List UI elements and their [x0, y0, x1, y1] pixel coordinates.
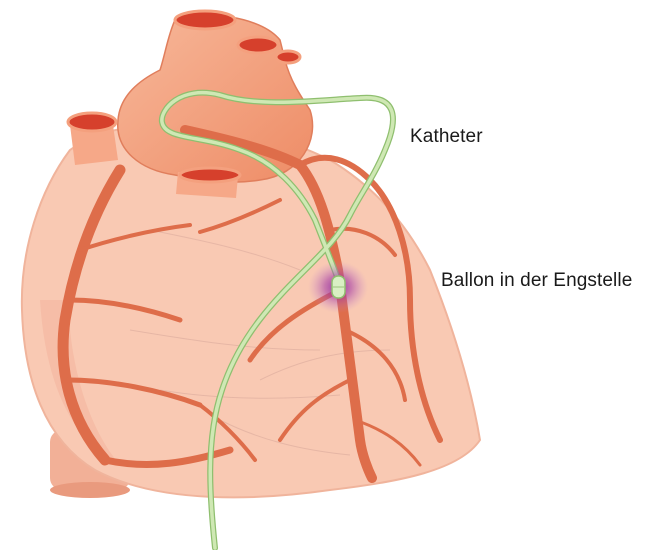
catheter-label: Katheter: [410, 126, 483, 148]
balloon-at-stenosis: [308, 261, 368, 313]
balloon-label: Ballon in der Engstelle: [441, 270, 632, 292]
